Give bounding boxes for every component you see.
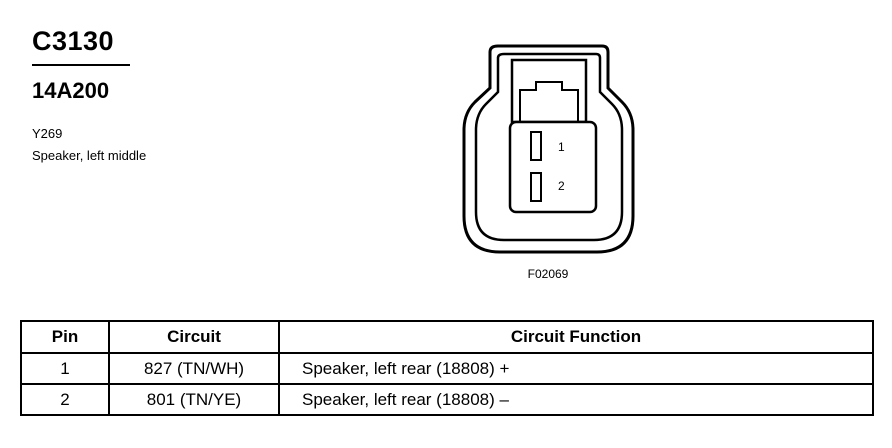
location-code: Y269 [32, 126, 63, 141]
cell-circuit: 801 (TN/YE) [108, 383, 280, 416]
header-circuit-function: Circuit Function [278, 320, 874, 354]
connector-inner-shell [474, 52, 624, 242]
pin-table: Pin Circuit Circuit Function 1 827 (TN/W… [20, 320, 874, 416]
title-underline [32, 64, 130, 66]
part-number: 14A200 [32, 78, 110, 103]
figure-code: F02069 [527, 267, 569, 281]
pin-2-terminal [530, 172, 542, 202]
connector-id: C3130 [32, 26, 115, 56]
cell-circuit: 827 (TN/WH) [108, 352, 280, 385]
locking-tab-notch [519, 81, 579, 122]
table-header-row: Pin Circuit Circuit Function [20, 320, 874, 354]
connector-face-diagram: 1 2 [462, 44, 635, 254]
cell-pin: 1 [20, 352, 110, 385]
table-row: 1 827 (TN/WH) Speaker, left rear (18808)… [20, 352, 874, 385]
connector-outer-shell [462, 44, 635, 254]
header-pin: Pin [20, 320, 110, 354]
location-description: Speaker, left middle [32, 148, 147, 163]
pin-1-terminal [530, 131, 542, 161]
pin-2-label: 2 [558, 179, 565, 193]
cell-pin: 2 [20, 383, 110, 416]
table-row: 2 801 (TN/YE) Speaker, left rear (18808)… [20, 383, 874, 416]
cell-function: Speaker, left rear (18808) – [278, 383, 874, 416]
pin-cavity-block [508, 120, 598, 214]
pin-1-label: 1 [558, 140, 565, 154]
cell-function: Speaker, left rear (18808) + [278, 352, 874, 385]
header-circuit: Circuit [108, 320, 280, 354]
